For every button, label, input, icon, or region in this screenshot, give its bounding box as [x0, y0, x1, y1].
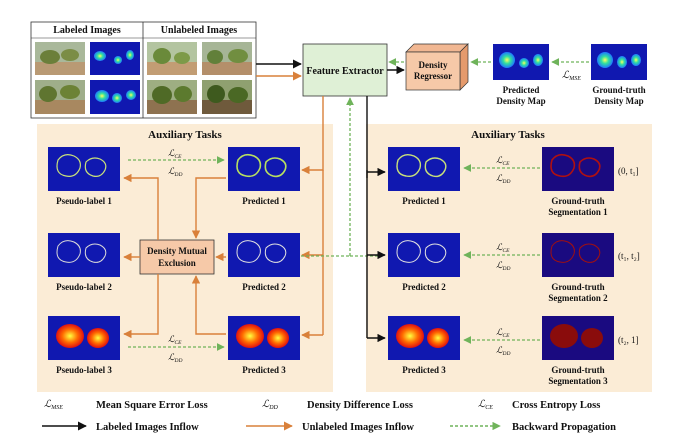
- left-panel-title: Auxiliary Tasks: [148, 129, 222, 141]
- pseudo-label-1-map: [48, 147, 120, 191]
- interval-1: (0, t₁]: [618, 166, 639, 176]
- right-predicted-3-caption: Predicted 3: [402, 365, 446, 375]
- top-mse-symbol: ℒMSE: [562, 70, 581, 82]
- right-predicted-1-caption: Predicted 1: [402, 196, 446, 206]
- legend-mse-symbol: ℒMSE: [44, 399, 63, 411]
- predicted-map-label-1: Predicted: [503, 85, 540, 95]
- labeled-density-1: [90, 42, 140, 75]
- unlabeled-photo-2: [202, 42, 252, 75]
- right-panel-title: Auxiliary Tasks: [471, 129, 545, 141]
- unlabeled-photo-3: [147, 80, 197, 114]
- right-predicted-2-caption: Predicted 2: [402, 282, 446, 292]
- gt-segmentation-2-map: [542, 233, 614, 277]
- legend-backward-label: Backward Propagation: [512, 422, 616, 433]
- left-predicted-3-caption: Predicted 3: [242, 365, 286, 375]
- pseudo-label-1-caption: Pseudo-label 1: [56, 196, 112, 206]
- gt-map-label-1: Ground-truth: [592, 85, 645, 95]
- left-predicted-1-caption: Predicted 1: [242, 196, 286, 206]
- pseudo-label-3-map: [48, 316, 120, 360]
- density-regressor-label-1: Density: [419, 60, 448, 70]
- dme-label-1: Density Mutual: [147, 246, 207, 256]
- interval-2: (t₁, t₂]: [618, 251, 640, 261]
- gt-seg-2-caption-1: Ground-truth: [551, 282, 604, 292]
- labeled-images-title: Labeled Images: [53, 25, 121, 36]
- legend-mse-label: Mean Square Error Loss: [96, 400, 208, 411]
- labeled-photo-1: [35, 42, 85, 75]
- ground-truth-density-map: [591, 44, 647, 80]
- gt-seg-3-caption-2: Segmentation 3: [548, 376, 608, 386]
- gt-seg-1-caption-2: Segmentation 1: [548, 207, 608, 217]
- feature-extractor-label: Feature Extractor: [306, 66, 384, 77]
- gt-seg-3-caption-1: Ground-truth: [551, 365, 604, 375]
- legend-labeled-label: Labeled Images Inflow: [96, 422, 199, 433]
- right-predicted-1-map: [388, 147, 460, 191]
- unlabeled-photo-4: [202, 80, 252, 114]
- gt-seg-1-caption-1: Ground-truth: [551, 196, 604, 206]
- right-predicted-2-map: [388, 233, 460, 277]
- dme-label-2: Exclusion: [158, 258, 196, 268]
- predicted-density-map: [493, 44, 549, 80]
- legend-dd-label: Density Difference Loss: [307, 400, 413, 411]
- density-regressor-box: [405, 43, 469, 91]
- pseudo-label-2-map: [48, 233, 120, 277]
- right-predicted-3-map: [388, 316, 460, 360]
- left-predicted-2-caption: Predicted 2: [242, 282, 286, 292]
- left-predicted-1-map: [228, 147, 300, 191]
- feature-extractor-box: [302, 43, 388, 97]
- labeled-density-2: [90, 80, 140, 114]
- labeled-photo-2: [35, 80, 85, 114]
- left-predicted-2-map: [228, 233, 300, 277]
- predicted-map-label-2: Density Map: [496, 96, 545, 106]
- density-mutual-exclusion-box: [139, 239, 215, 275]
- density-regressor-label-2: Regressor: [414, 71, 452, 81]
- pseudo-label-2-caption: Pseudo-label 2: [56, 282, 112, 292]
- gt-map-label-2: Density Map: [594, 96, 643, 106]
- gt-seg-2-caption-2: Segmentation 2: [548, 293, 608, 303]
- interval-3: (t₂, 1]: [618, 335, 639, 345]
- pseudo-label-3-caption: Pseudo-label 3: [56, 365, 112, 375]
- unlabeled-photo-1: [147, 42, 197, 75]
- legend-dd-symbol: ℒDD: [262, 399, 279, 411]
- legend-ce-symbol: ℒCE: [478, 399, 493, 411]
- legend-unlabeled-label: Unlabeled Images Inflow: [302, 422, 414, 433]
- gt-segmentation-3-map: [542, 316, 614, 360]
- legend-ce-label: Cross Entropy Loss: [512, 400, 600, 411]
- unlabeled-images-title: Unlabeled Images: [161, 25, 238, 36]
- gt-segmentation-1-map: [542, 147, 614, 191]
- left-predicted-3-map: [228, 316, 300, 360]
